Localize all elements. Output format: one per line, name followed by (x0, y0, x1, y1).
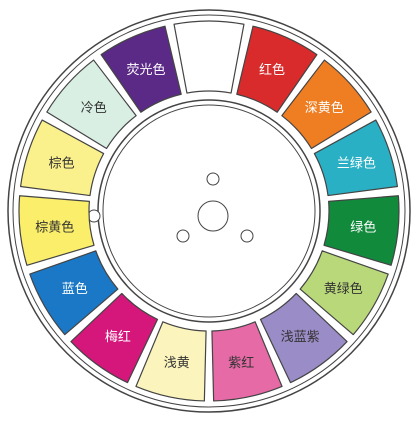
outer-rim-inner (12, 14, 406, 408)
color-segment-label: 蓝色 (62, 281, 88, 297)
color-segment-label: 棕色 (49, 156, 75, 172)
color-segment (323, 195, 400, 266)
inner-disc-ring (102, 104, 316, 318)
color-segment (313, 119, 399, 197)
color-segment (281, 59, 372, 150)
color-segment (236, 25, 318, 113)
center-hub (197, 200, 229, 232)
color-segment (70, 292, 159, 384)
color-segment-label: 紫红 (228, 355, 254, 371)
color-segment (46, 59, 137, 150)
hub-hole-top (206, 172, 220, 186)
color-segment (19, 119, 105, 197)
color-segment-label: 梅红 (105, 329, 131, 345)
color-segment (135, 321, 207, 402)
color-segment-label: 浅黄 (164, 356, 190, 371)
color-segment (18, 195, 95, 266)
hub-hole-right (240, 229, 254, 243)
color-segment-label: 黄绿色 (324, 281, 363, 297)
color-segment (29, 250, 119, 336)
color-segment-label: 浅蓝紫 (281, 330, 320, 345)
hub-hole-left (176, 229, 190, 243)
color-segment-label: 棕黄色 (35, 220, 74, 236)
color-segment-label: 荧光色 (126, 62, 165, 78)
color-segment-label: 冷色 (81, 100, 107, 116)
color-segment-label: 深黄色 (305, 100, 344, 116)
color-segment (211, 321, 283, 402)
color-segment (299, 250, 389, 336)
color-segment-label: 兰绿色 (337, 156, 376, 172)
color-segment (259, 292, 348, 384)
color-segment-label: 绿色 (350, 220, 376, 236)
color-segment (173, 20, 245, 94)
color-segment-label: 红色 (259, 62, 285, 78)
color-segment (100, 25, 182, 113)
